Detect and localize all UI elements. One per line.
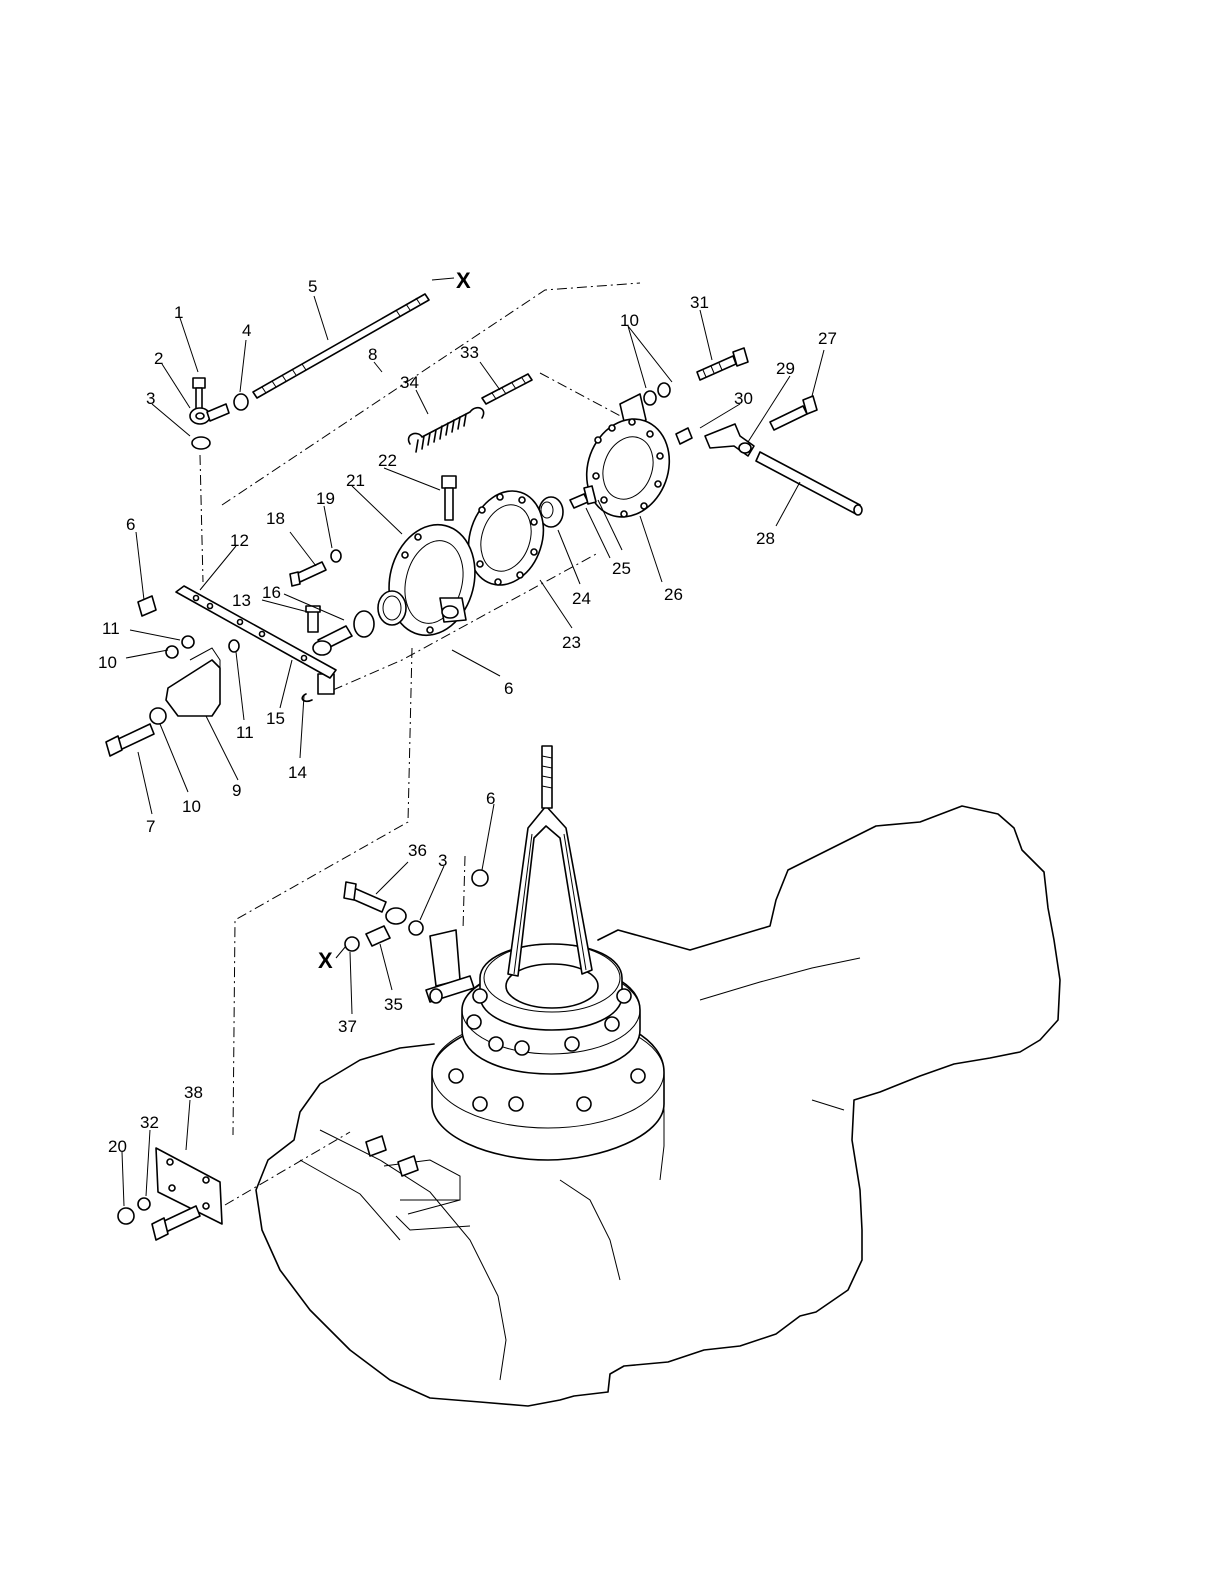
- elbow-fitting-and-tube: [676, 396, 862, 515]
- callout-10-left: 10: [98, 653, 117, 672]
- connection-mark-x-top: X: [456, 268, 471, 293]
- callout-10-top: 10: [620, 311, 639, 330]
- callout-4: 4: [242, 321, 251, 340]
- cap-screw: [442, 476, 456, 520]
- upper-right-fasteners: [620, 348, 748, 430]
- disc-and-screw: [539, 486, 596, 527]
- callout-34: 34: [400, 373, 419, 392]
- callout-9: 9: [232, 781, 241, 800]
- callout-27: 27: [818, 329, 837, 348]
- callout-38: 38: [184, 1083, 203, 1102]
- callout-22: 22: [378, 451, 397, 470]
- callout-24: 24: [572, 589, 591, 608]
- callout-11-left: 11: [102, 619, 120, 638]
- inlet-flange: [432, 746, 664, 1160]
- callout-12: 12: [230, 531, 249, 550]
- callout-15: 15: [266, 709, 285, 728]
- callout-28: 28: [756, 529, 775, 548]
- callout-26: 26: [664, 585, 683, 604]
- callout-21: 21: [346, 471, 365, 490]
- callout-6-middle: 6: [504, 679, 513, 698]
- callout-25: 25: [612, 559, 631, 578]
- callout-5: 5: [308, 277, 317, 296]
- callout-6-lower: 6: [486, 789, 495, 808]
- callout-31: 31: [690, 293, 709, 312]
- callout-16: 16: [262, 583, 281, 602]
- callout-19: 19: [316, 489, 335, 508]
- connection-mark-x-lower: X: [318, 948, 333, 973]
- mounting-bracket: [106, 596, 239, 756]
- mounting-plate: [118, 1136, 418, 1240]
- callout-20: 20: [108, 1137, 127, 1156]
- callout-2: 2: [154, 349, 163, 368]
- callout-23: 23: [562, 633, 581, 652]
- callout-7: 7: [146, 817, 155, 836]
- callout-8: 8: [368, 345, 377, 364]
- callout-32: 32: [140, 1113, 159, 1132]
- callout-3-lower: 3: [438, 851, 447, 870]
- callout-10-bottom: 10: [182, 797, 201, 816]
- callout-29: 29: [776, 359, 795, 378]
- callout-30: 30: [734, 389, 753, 408]
- callout-1: 1: [174, 303, 183, 322]
- rod-end-assembly-top: [190, 378, 248, 449]
- callout-35: 35: [384, 995, 403, 1014]
- clevis-assembly: [290, 550, 406, 701]
- cover-flange: [573, 407, 682, 528]
- callout-11-bottom: 11: [236, 723, 254, 742]
- callout-13: 13: [232, 591, 251, 610]
- callout-14: 14: [288, 763, 307, 782]
- lower-linkage: [344, 870, 488, 1003]
- callout-3: 3: [146, 389, 155, 408]
- callout-36: 36: [408, 841, 427, 860]
- callout-18: 18: [266, 509, 285, 528]
- callout-37: 37: [338, 1017, 357, 1036]
- callout-33: 33: [460, 343, 479, 362]
- callout-6: 6: [126, 515, 135, 534]
